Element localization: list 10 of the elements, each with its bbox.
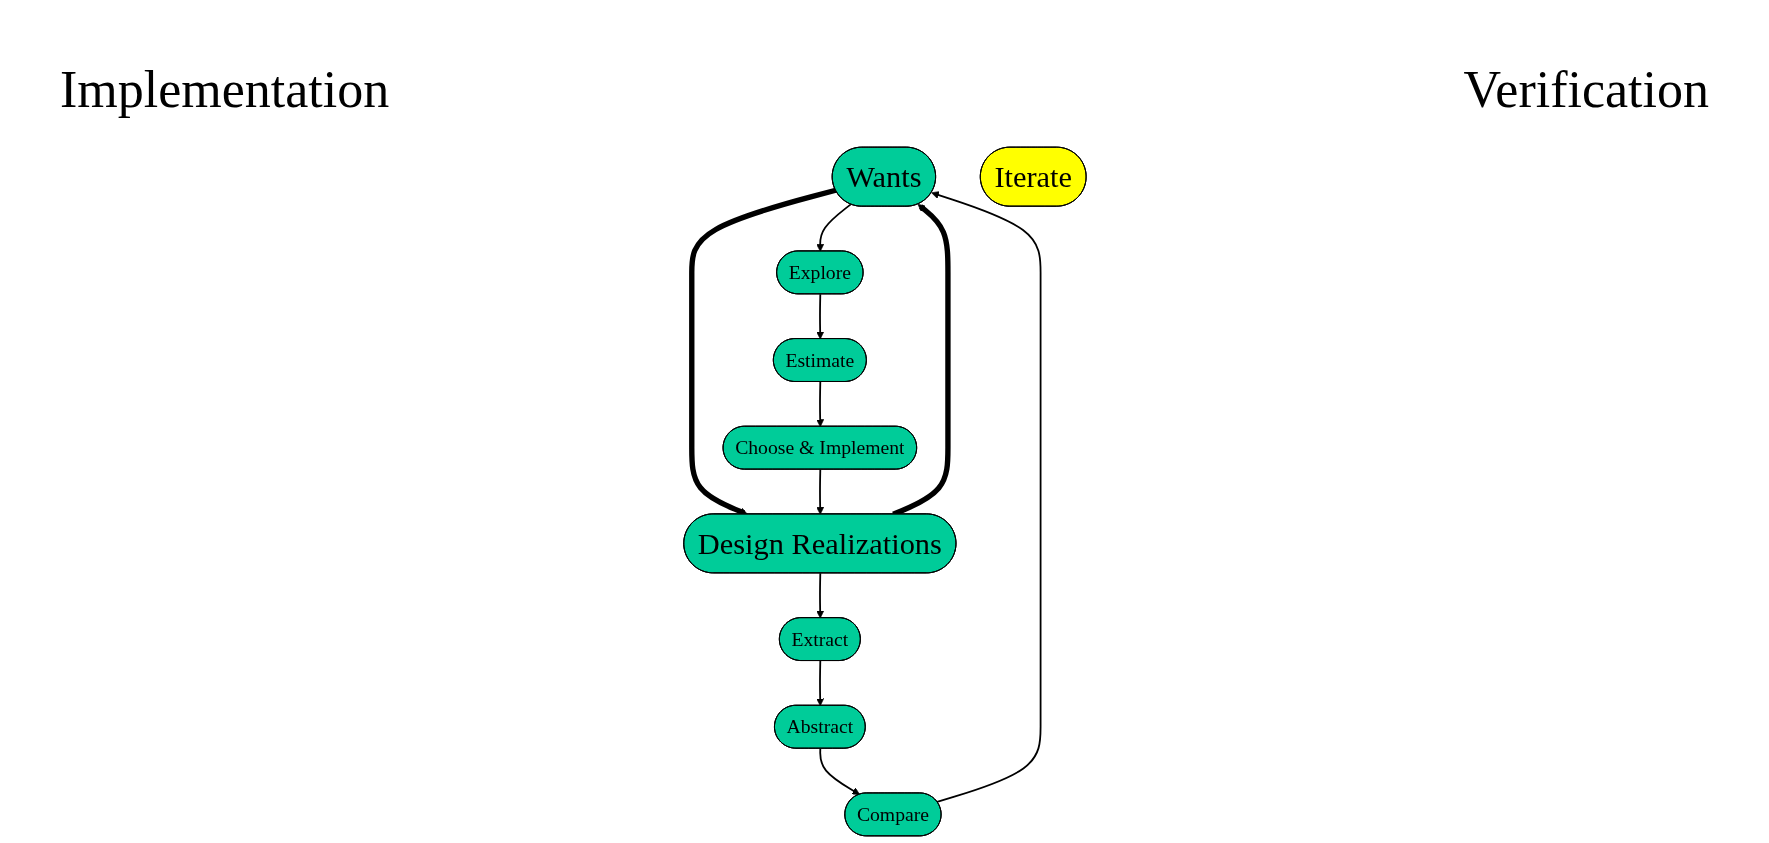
- arrow: [815, 468, 824, 515]
- arrow: [815, 293, 824, 340]
- section-heading: Verification: [1463, 60, 1709, 119]
- arrow: [815, 381, 824, 427]
- arrow: [815, 660, 824, 707]
- arrow: [815, 203, 852, 252]
- arrow: [930, 191, 1042, 803]
- arrow: [815, 572, 824, 619]
- arrow: [818, 747, 860, 795]
- section-heading: Implementation: [60, 60, 390, 119]
